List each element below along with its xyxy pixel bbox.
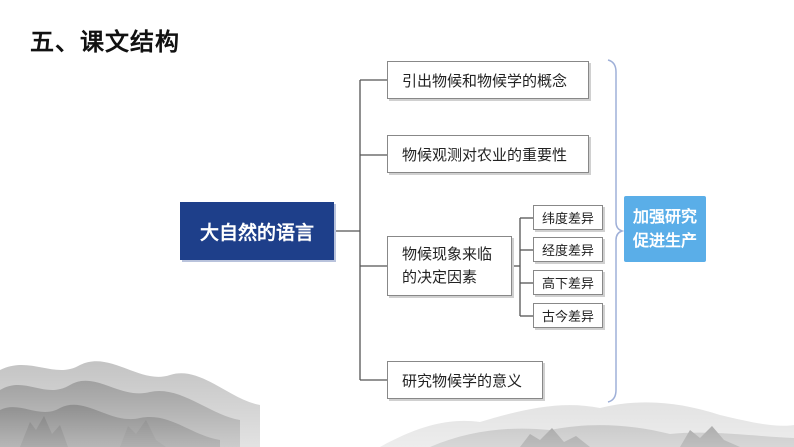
branch-concept: 引出物候和物候学的概念 — [387, 61, 589, 99]
branch-factors: 物候现象来临 的决定因素 — [387, 236, 512, 296]
branch-agriculture: 物候观测对农业的重要性 — [387, 135, 589, 173]
right-brace — [607, 59, 625, 403]
branch-significance: 研究物候学的意义 — [387, 361, 543, 399]
branch-agriculture-label: 物候观测对农业的重要性 — [402, 145, 568, 164]
factor-latitude: 纬度差异 — [533, 205, 603, 230]
factor-ancient-modern-label: 古今差异 — [541, 310, 594, 325]
factor-ancient-modern: 古今差异 — [533, 303, 603, 328]
factor-altitude: 高下差异 — [533, 270, 603, 295]
conclusion-box: 加强研究 促进生产 — [624, 196, 706, 262]
ink-landscape-decoration — [0, 330, 794, 447]
branch-factors-label-line2: 的决定因素 — [402, 268, 478, 286]
slide-title: 五、课文结构 — [30, 28, 180, 56]
factor-longitude-label: 经度差异 — [541, 244, 594, 259]
factor-altitude-label: 高下差异 — [541, 277, 594, 292]
root-node: 大自然的语言 — [180, 202, 334, 260]
conclusion-line1: 加强研究 — [632, 207, 697, 226]
factor-latitude-label: 纬度差异 — [541, 212, 594, 227]
conclusion-line2: 促进生产 — [632, 231, 697, 250]
branch-concept-label: 引出物候和物候学的概念 — [402, 71, 568, 90]
factor-longitude: 经度差异 — [533, 237, 603, 262]
branch-factors-label-line1: 物候现象来临 — [402, 245, 493, 263]
branch-significance-label: 研究物候学的意义 — [402, 371, 523, 390]
